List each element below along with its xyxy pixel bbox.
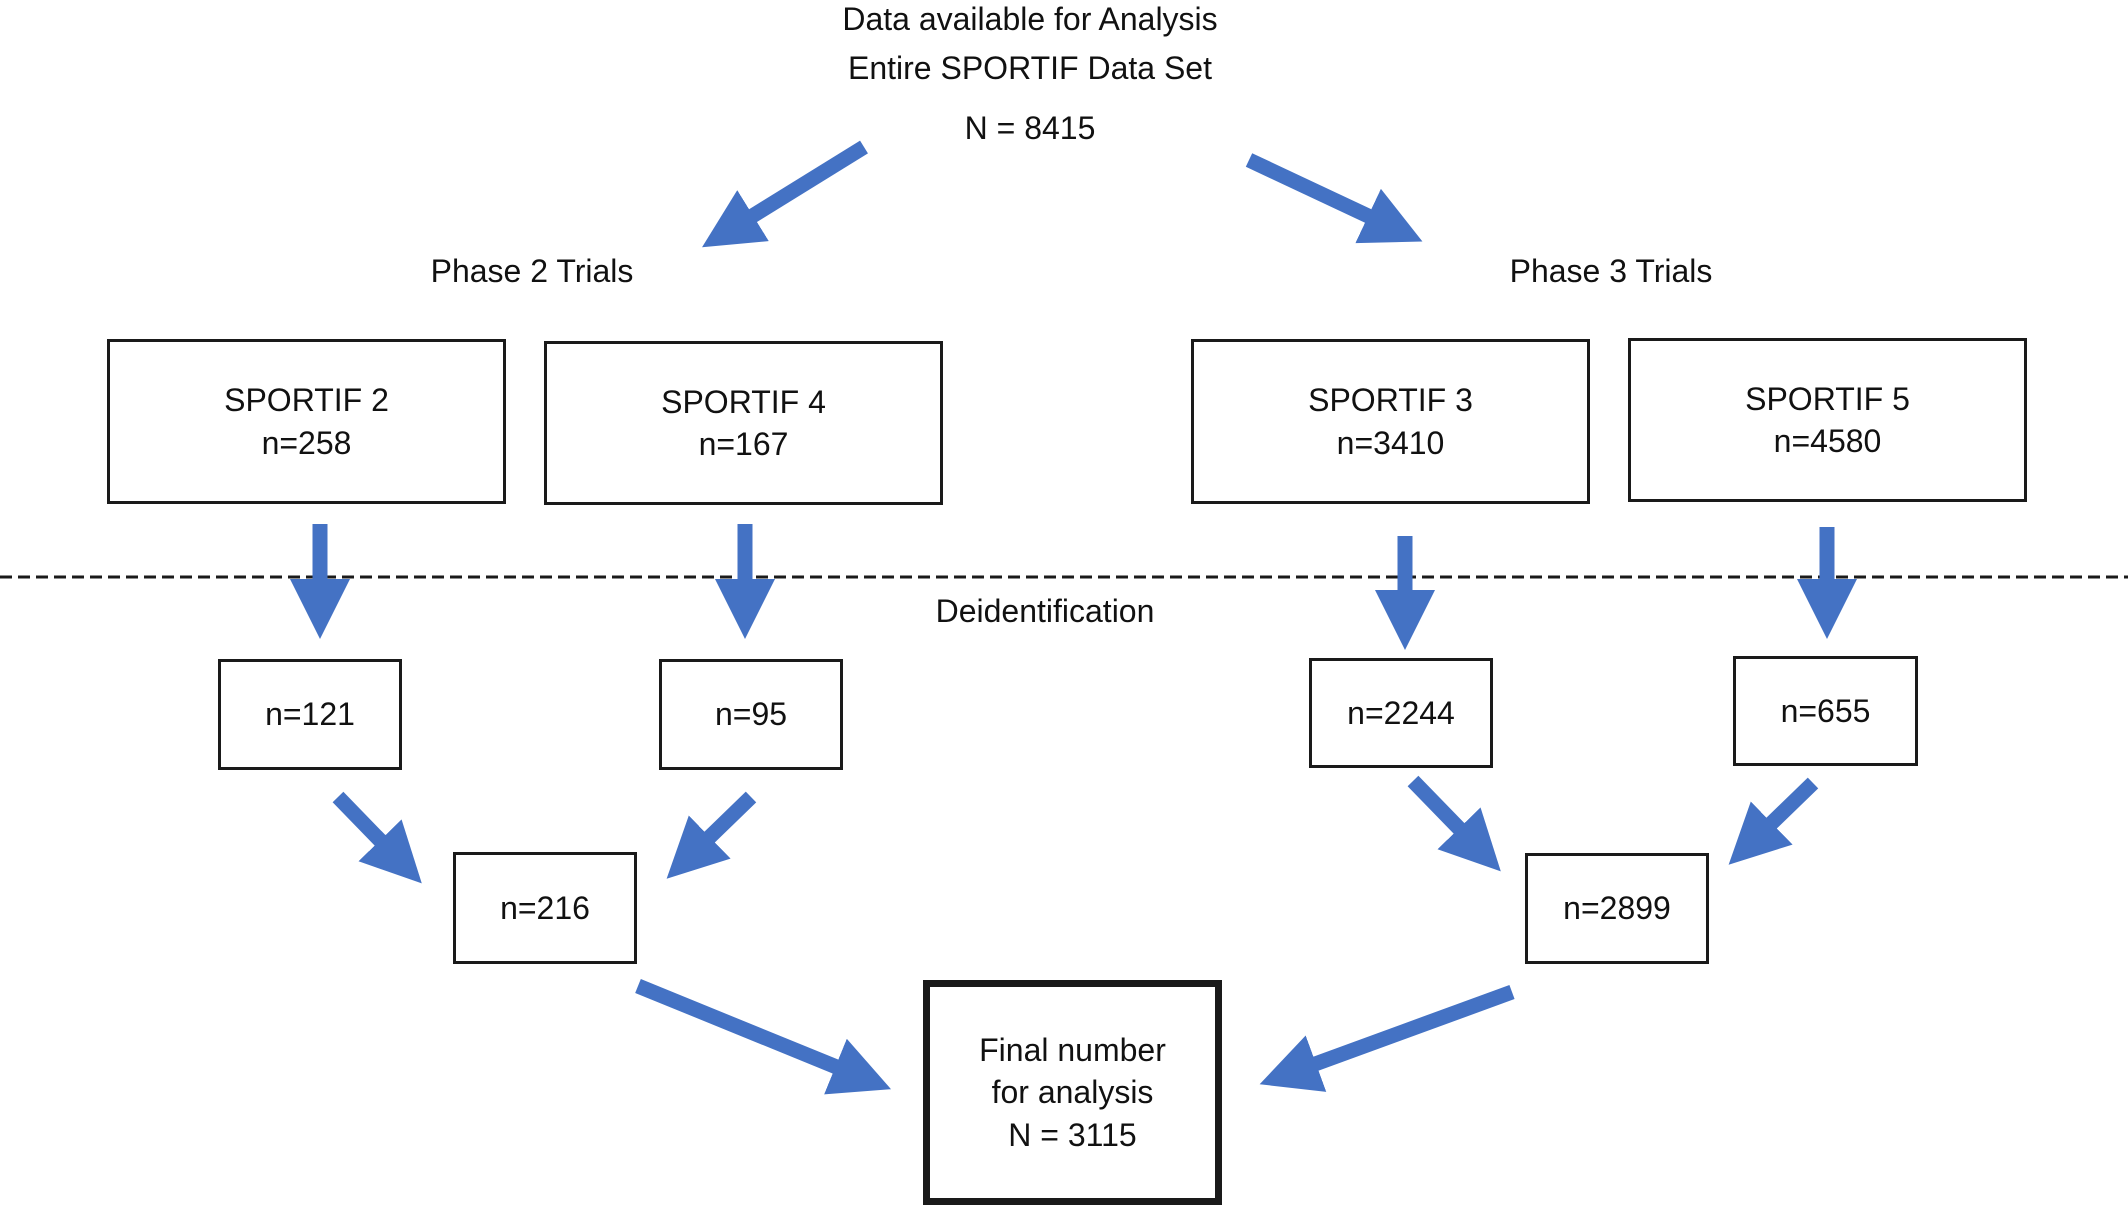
deidentified-box-1: n=121 <box>218 659 402 770</box>
combined-box-phase2: n=216 <box>453 852 637 964</box>
arrow-to-phase2 <box>702 140 868 248</box>
deidentified-box-2: n=95 <box>659 659 843 770</box>
deidentified-count: n=121 <box>265 696 355 733</box>
final-total: N = 3115 <box>1008 1116 1137 1153</box>
arrow-121-to-216 <box>332 791 422 884</box>
trial-name: SPORTIF 3 <box>1308 382 1473 419</box>
combined-box-phase3: n=2899 <box>1525 853 1709 964</box>
arrow-2244-to-2899 <box>1407 775 1501 872</box>
combined-count: n=216 <box>500 889 590 926</box>
deidentified-count: n=95 <box>714 696 788 733</box>
trial-name: SPORTIF 5 <box>1745 380 1910 417</box>
arrow-95-to-216 <box>666 791 757 879</box>
arrow-655-to-2899 <box>1728 777 1819 865</box>
arrow-to-phase3 <box>1245 153 1423 244</box>
arrow-2899-to-final <box>1259 984 1515 1092</box>
trial-count: n=3410 <box>1336 424 1445 461</box>
deidentified-box-4: n=655 <box>1733 656 1918 766</box>
deidentified-count: n=2244 <box>1347 694 1455 731</box>
trial-count: n=4580 <box>1773 423 1882 459</box>
header-total: N = 8415 <box>964 110 1096 146</box>
arrow-216-to-final <box>635 979 892 1095</box>
trial-name: SPORTIF 4 <box>661 383 826 420</box>
trial-box-sportif5: SPORTIF 5 n=4580 <box>1628 338 2027 502</box>
deidentified-box-3: n=2244 <box>1309 658 1493 768</box>
header-line1: Data available for Analysis <box>842 1 1218 37</box>
phase3-label: Phase 3 Trials <box>1509 253 1713 289</box>
trial-count: n=258 <box>261 424 352 461</box>
phase2-label: Phase 2 Trials <box>430 253 634 289</box>
combined-count: n=2899 <box>1563 890 1671 927</box>
divider-label: Deidentification <box>935 593 1155 629</box>
trial-box-sportif3: SPORTIF 3 n=3410 <box>1191 339 1590 504</box>
final-line1: Final number <box>979 1032 1166 1069</box>
header-line2: Entire SPORTIF Data Set <box>848 50 1212 86</box>
trial-name: SPORTIF 2 <box>224 382 389 419</box>
trial-box-sportif2: SPORTIF 2 n=258 <box>107 339 506 504</box>
final-line2: for analysis <box>991 1074 1154 1111</box>
trial-box-sportif4: SPORTIF 4 n=167 <box>544 341 943 505</box>
deidentified-count: n=655 <box>1780 692 1871 729</box>
trial-count: n=167 <box>698 426 789 462</box>
final-box: Final number for analysis N = 3115 <box>923 980 1222 1205</box>
